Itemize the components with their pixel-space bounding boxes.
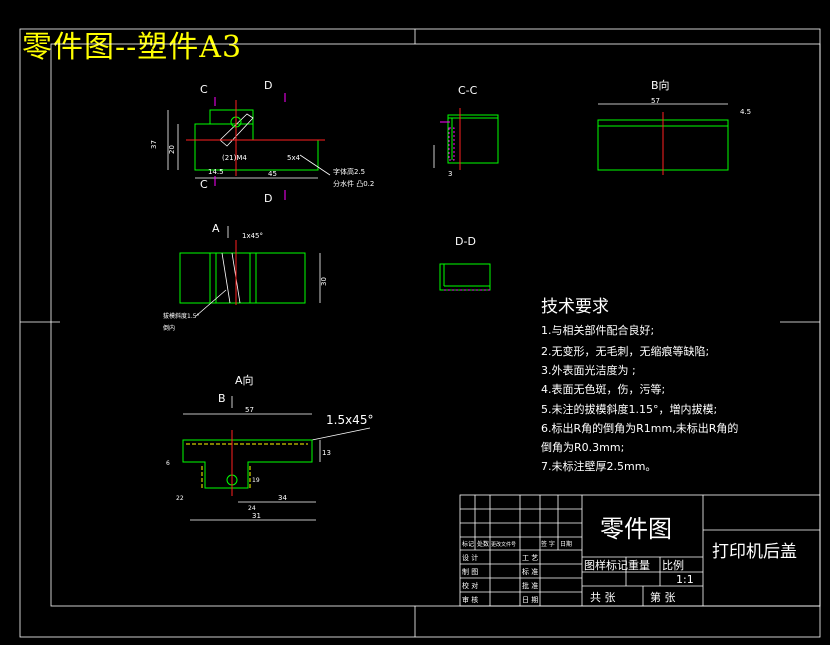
sign-approve: 批 准 [522,581,538,590]
revision-grid [460,495,582,606]
dim-a-19: 19 [252,477,260,484]
inner-frame [50,43,821,607]
dim-a-6: 6 [166,460,170,467]
rev-header-mark: 标记 [462,540,474,548]
dim-a-width: 57 [245,406,254,414]
view-cc-label: C-C [458,84,478,97]
rev-header-sign: 签 字 [541,540,555,548]
view-b-label: B向 [651,78,670,92]
dim-a-34: 34 [278,494,287,502]
section-c-top: C [200,83,208,96]
dim-14-5: 14.5 [208,168,224,176]
rev-header-date: 日期 [560,540,572,548]
view-a-dir-label: A向 [235,373,254,387]
stage-label: 图样标记 [584,558,628,572]
rev-header-doc: 更改文件号 [491,541,516,548]
sheets-total: 共 张 [590,591,616,604]
draft-note-2: 倒内 [163,324,175,332]
sign-process: 工 艺 [522,554,538,562]
part-name: 打印机后盖 [712,542,797,562]
scale-label: 比例 [662,558,684,572]
char-height-note: 字体高2.5 [333,167,365,176]
scale-value: 1:1 [676,573,694,586]
chamfer-label: 1.5x45° [326,413,373,427]
dim-45: 45 [268,170,277,178]
title-block: 标记 处数 更改文件号 签 字 日期 设 计 工 艺 制 图 标 准 校 对 批… [459,494,821,607]
sign-design: 设 计 [462,553,478,562]
tech-requirements: 技术要求 1.与相关部件配合良好; 2.无变形，无毛刺，无缩痕等缺陷; 3.外表… [541,297,738,473]
rev-header-count: 处数 [477,540,489,548]
centering-marks [20,29,820,637]
draft-note: 拔模斜度1.5° [163,312,200,320]
view-b: B向 57 4.5 [597,78,751,175]
view-b-marker: B [218,392,226,405]
weight-label: 重量 [628,558,650,572]
sign-check: 校 对 [462,581,478,590]
tech-item-6b: 倒角为R0.3mm; [541,441,624,454]
dim-b-4: 4.5 [740,108,751,116]
sign-draw: 制 图 [462,567,478,576]
view-dd-label: D-D [455,235,476,248]
dim-a-22: 22 [176,495,184,502]
dim-a-13: 13 [322,449,331,457]
tech-item-4: 4.表面无色斑，伤，污等; [541,382,665,396]
char-note: 分水件 凸0.2 [333,179,374,188]
chamfer-small: 1x45° [242,232,263,240]
view-dd: D-D [439,235,491,291]
sheet-number: 第 张 [650,590,676,604]
dim-37: 37 [150,140,158,149]
tech-item-1: 1.与相关部件配合良好; [541,323,654,337]
tech-item-6: 6.标出R角的倒角为R1mm,未标出R角的 [541,421,738,435]
dim-a-24: 24 [248,505,256,512]
main-view: C D 37 20 45 14.5 (21)M4 5x4 字体高2.5 分水件 … [150,79,374,205]
dim-cc: 3 [448,170,452,178]
dim-b-width: 57 [651,97,660,105]
dim-5x4: 5x4 [287,154,301,162]
tech-item-2: 2.无变形，无毛刺，无缩痕等缺陷; [541,344,709,358]
sign-standard: 标 准 [522,567,538,576]
sign-review: 审 核 [462,595,478,604]
view-a-marker: A [212,222,220,235]
tech-item-3: 3.外表面光洁度为 ; [541,363,636,377]
section-c-bottom: C [200,178,208,191]
dim-a-31: 31 [252,512,261,520]
dim-a-height: 30 [320,277,328,286]
drawing-title: 零件图--塑件A3 [22,30,243,65]
sign-date: 日 期 [522,596,538,604]
section-d-bottom: D [264,192,272,205]
drawing-type: 零件图 [600,515,672,543]
tech-title: 技术要求 [541,297,609,317]
dim-r21: (21)M4 [222,154,247,162]
dim-20: 20 [168,145,176,154]
tech-item-7: 7.未标注壁厚2.5mm。 [541,459,656,473]
tech-item-5: 5.未注的拔模斜度1.15°，増内拔模; [541,402,717,416]
view-a-direction: A向 B 57 1.5x45° 13 34 31 22 19 6 24 [166,373,373,521]
view-a-section: A 1x45° 30 拔模斜度1.5° 倒内 [163,222,328,332]
view-cc: C-C 3 [433,84,499,178]
section-d-top: D [264,79,272,92]
